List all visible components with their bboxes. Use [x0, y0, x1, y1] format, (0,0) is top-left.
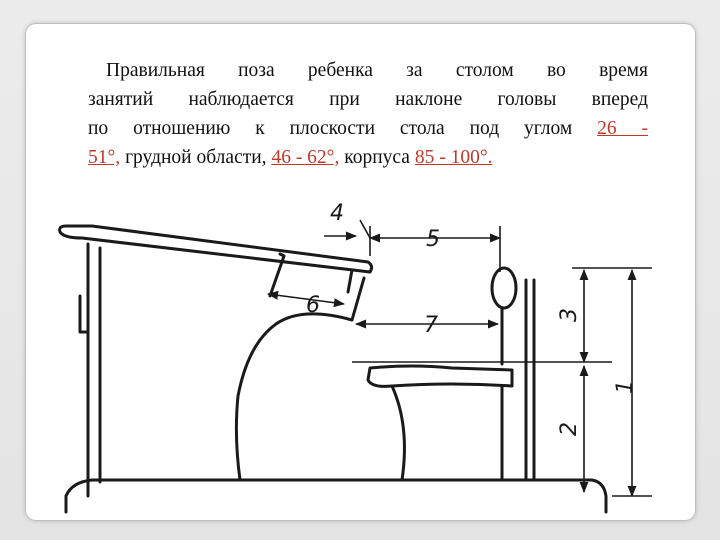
dim-label-6: 6	[306, 293, 320, 318]
dim-label-2: 2	[557, 422, 582, 436]
paragraph-line-1-text: Правильная поза ребенка за столом во вре…	[106, 60, 648, 81]
dim-label-7: 7	[424, 313, 438, 338]
dim-label-1: 1	[613, 380, 638, 394]
seat-support	[390, 384, 504, 482]
floor-base	[64, 478, 608, 514]
torso-label-text: корпуса	[339, 147, 415, 168]
paragraph-line-2: занятий наблюдается при наклоне головы в…	[88, 85, 648, 114]
head-angle-start-value: 26 -	[597, 118, 648, 139]
chest-label-text: грудной области,	[120, 147, 272, 168]
paragraph-line-3: по отношению к плоскости стола под углом…	[88, 114, 648, 143]
dim-6-line	[266, 290, 346, 308]
paragraph-line-1: Правильная поза ребенка за столом во вре…	[88, 56, 648, 85]
posture-diagram-svg: 1 2 3 4 5 6 7	[58, 201, 652, 514]
dim-label-5: 5	[426, 227, 440, 252]
torso-angle-value: 85 - 100°.	[414, 147, 493, 168]
chair-back-post	[500, 278, 536, 482]
child-silhouette	[234, 276, 366, 482]
posture-diagram: 1 2 3 4 5 6 7	[52, 196, 660, 520]
paragraph-line-2-text: занятий наблюдается при наклоне головы в…	[88, 89, 648, 110]
desk-top	[58, 224, 374, 274]
book-board	[268, 252, 354, 298]
chair-backrest	[490, 266, 518, 310]
desk-leg	[86, 242, 102, 498]
paragraph-line-4: 51°, грудной области, 46 - 62°, корпуса …	[88, 143, 648, 172]
paragraph-line-3-text: по отношению к плоскости стола под углом	[88, 118, 598, 139]
dim-label-3: 3	[557, 308, 582, 322]
head-angle-end-value: 51°,	[88, 147, 121, 168]
seat	[366, 364, 514, 388]
desk-bracket	[78, 294, 90, 334]
dim-label-4: 4	[330, 201, 344, 226]
chest-angle-value: 46 - 62°,	[271, 147, 340, 168]
posture-description-paragraph: Правильная поза ребенка за столом во вре…	[88, 56, 648, 172]
